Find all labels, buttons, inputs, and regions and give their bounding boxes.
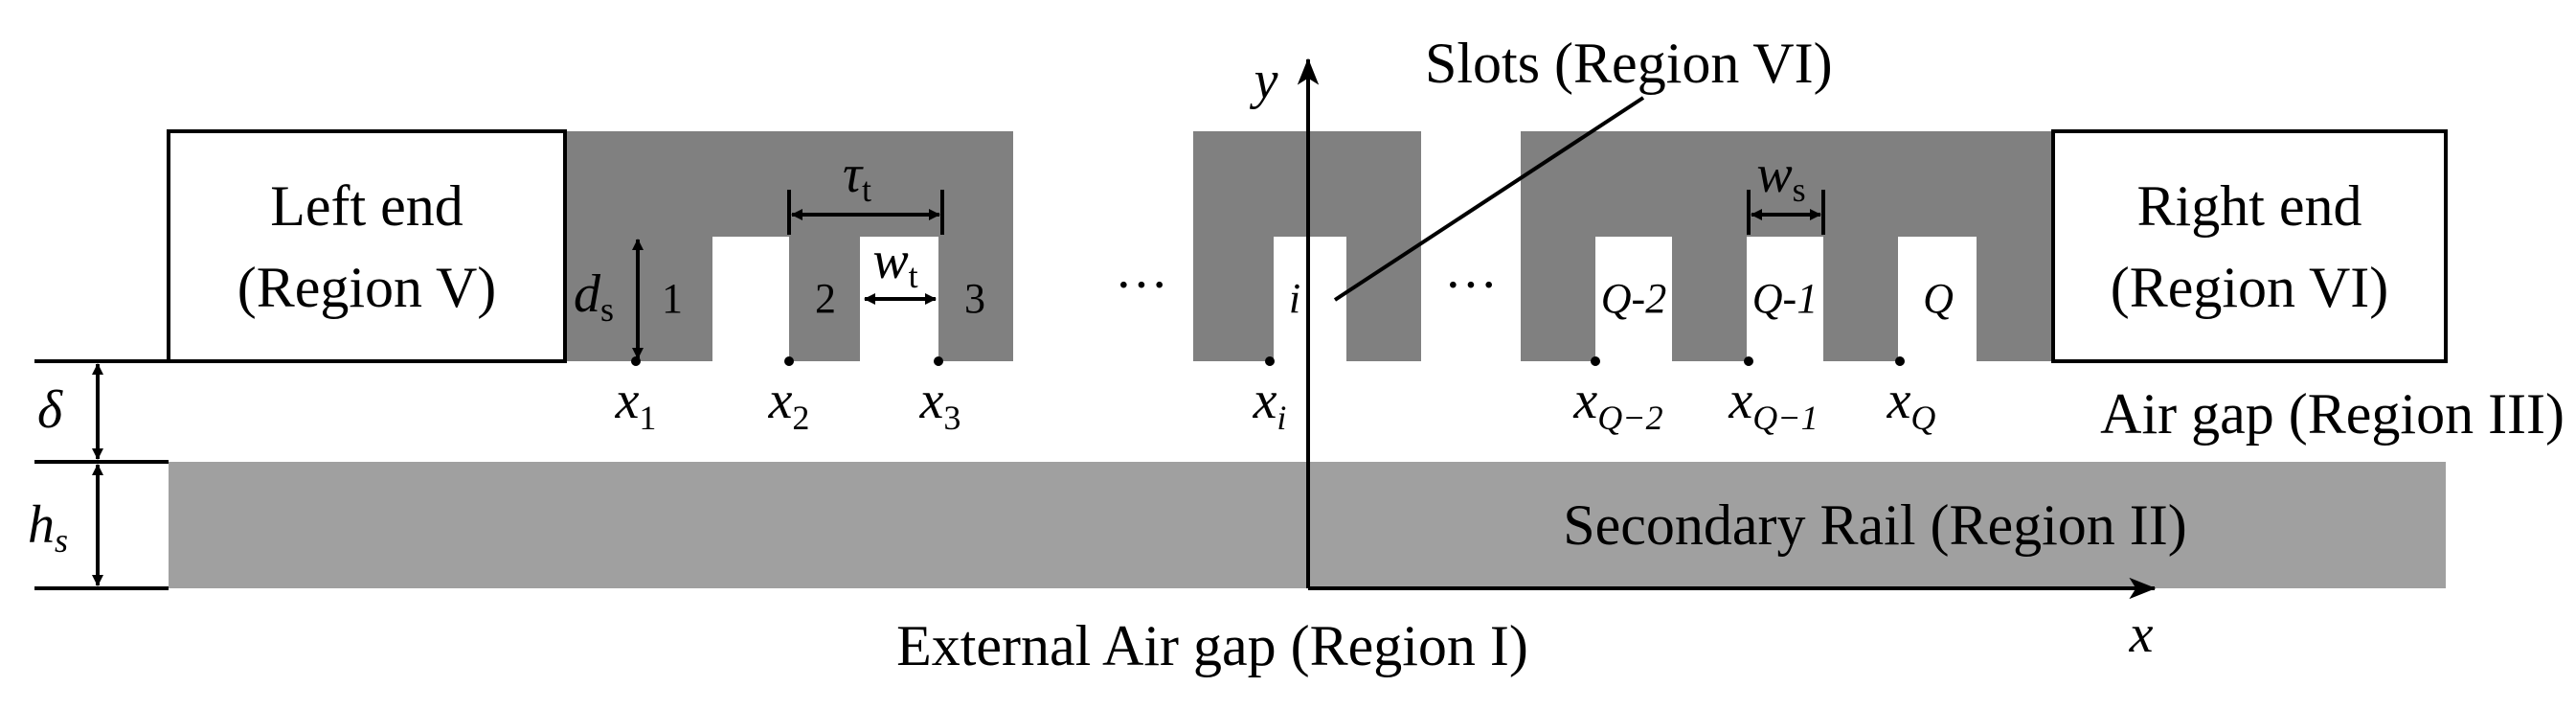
- slots-label: Slots (Region VI): [1425, 32, 1833, 95]
- slots-leader: [1333, 96, 1645, 302]
- ellipsis-right: ···: [1444, 256, 1498, 315]
- left-end-region: (Region V): [237, 256, 497, 319]
- slot-number-3: 3: [964, 275, 985, 322]
- external-air-gap-label: External Air gap (Region I): [896, 614, 1528, 677]
- slot-number-i: i: [1289, 275, 1300, 322]
- dot-xq-1: [1744, 356, 1753, 366]
- wt-label: wt: [872, 231, 917, 295]
- secondary-rail-label: Secondary Rail (Region II): [1563, 493, 2186, 557]
- dot-xq: [1895, 356, 1905, 366]
- stator-tooth-2: [789, 237, 860, 361]
- left-end-title: Left end: [270, 174, 463, 238]
- left-end-box: [167, 129, 567, 363]
- slot-number-q-1: Q-1: [1752, 275, 1818, 322]
- stator-gap-mask: [1013, 131, 1193, 361]
- stator-tooth-9: [1977, 237, 2053, 361]
- pos-label-x3: x3: [919, 371, 961, 437]
- stator-tooth-6: [1521, 237, 1595, 361]
- x-axis-label: x: [2129, 605, 2154, 664]
- stator-tooth-7: [1672, 237, 1747, 361]
- pos-label-x2: x2: [768, 371, 810, 437]
- pos-label-xq-2: xQ−2: [1572, 371, 1662, 437]
- slot-number-1: 1: [662, 275, 683, 322]
- stator-tooth-8: [1823, 237, 1898, 361]
- slot-number-q: Q: [1923, 275, 1954, 322]
- stator-tooth-5: [1346, 237, 1421, 361]
- right-end-box: [2051, 129, 2448, 363]
- dot-x1: [631, 356, 641, 366]
- pos-label-x1: x1: [615, 371, 657, 437]
- stator-tooth-4: [1193, 237, 1268, 361]
- stator-comb: [565, 131, 2053, 361]
- hs-label: hs: [28, 495, 68, 560]
- position-dots: [631, 356, 1905, 366]
- air-gap-label: Air gap (Region III): [2100, 382, 2565, 446]
- pos-label-xq: xQ: [1887, 371, 1936, 437]
- ws-label: ws: [1756, 145, 1805, 209]
- stator-tooth-3: [938, 237, 1013, 361]
- dot-x3: [934, 356, 943, 366]
- pos-label-xq-1: xQ−1: [1728, 371, 1818, 437]
- pos-label-xi: xi: [1253, 371, 1287, 437]
- delta-label: δ: [37, 380, 63, 440]
- right-end-title: Right end: [2137, 174, 2362, 238]
- dot-x2: [784, 356, 794, 366]
- ellipsis-left: ···: [1115, 256, 1168, 315]
- slot-number-2: 2: [815, 275, 836, 322]
- tau-label: τt: [843, 145, 871, 209]
- dot-xq-2: [1591, 356, 1600, 366]
- y-axis-label: y: [1250, 51, 1278, 110]
- slot-number-q-2: Q-2: [1601, 275, 1666, 322]
- dot-xi: [1265, 356, 1275, 366]
- right-end-region: (Region VI): [2111, 256, 2389, 319]
- ds-label: ds: [574, 264, 614, 329]
